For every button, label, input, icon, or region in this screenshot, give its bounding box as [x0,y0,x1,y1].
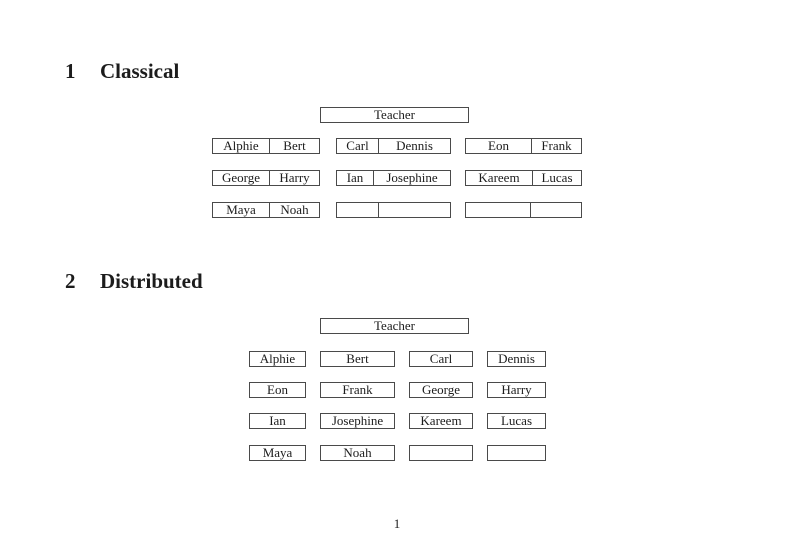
page-number: 1 [393,516,401,531]
desk-seat-right [379,203,450,217]
seat-row1-col4: Dennis [487,351,546,367]
seat-row4-col3 [409,445,473,461]
seat-row4-col4 [487,445,546,461]
desk-seat-left [337,203,379,217]
desk-seat-right [531,203,581,217]
seat-row4-col2: Noah [320,445,395,461]
section-1-heading: 1 Classical [65,61,179,82]
seat-row3-col3: Kareem [409,413,473,429]
seat-row2-col4: Harry [487,382,546,398]
desk-row1-col2: Carl Dennis [336,138,451,154]
desk-seat-left [466,203,531,217]
seat-row1-col1: Alphie [249,351,306,367]
desk-seat-right: Dennis [396,138,433,153]
desk-row3-col2 [336,202,451,218]
teacher-label: Teacher [374,107,415,122]
seat-row3-col4: Lucas [487,413,546,429]
desk-seat-right: Noah [280,202,309,217]
seat-row3-col2: Josephine [320,413,395,429]
seat-row2-col1: Eon [249,382,306,398]
seat-row2-col3: George [409,382,473,398]
desk-seat-right: Josephine [386,170,438,185]
section-2-title: Distributed [100,269,203,293]
desk-row1-col3: Eon Frank [465,138,582,154]
desk-seat-right: Lucas [541,170,573,185]
seat-row2-col2: Frank [320,382,395,398]
teacher-box-classical: Teacher [320,107,469,123]
desk-row3-col3 [465,202,582,218]
seat-row1-col2: Bert [320,351,395,367]
desk-seat-right: Harry [279,170,310,185]
desk-seat-left: Kareem [466,171,533,185]
seat-row4-col1: Maya [249,445,306,461]
desk-seat-right: Frank [541,138,572,153]
desk-seat-left: Maya [213,203,270,217]
seat-row1-col3: Carl [409,351,473,367]
desk-row3-col1: Maya Noah [212,202,320,218]
desk-row2-col3: Kareem Lucas [465,170,582,186]
desk-row1-col1: Alphie Bert [212,138,320,154]
desk-row2-col2: Ian Josephine [336,170,451,186]
section-1-number: 1 [65,59,76,83]
desk-seat-left: Carl [337,139,379,153]
section-2-number: 2 [65,269,76,293]
teacher-label: Teacher [374,318,415,333]
desk-seat-left: Eon [466,139,532,153]
desk-seat-left: Alphie [213,139,270,153]
desk-row2-col1: George Harry [212,170,320,186]
seat-row3-col1: Ian [249,413,306,429]
desk-seat-left: George [213,171,270,185]
section-2-heading: 2 Distributed [65,271,203,292]
section-1-title: Classical [100,59,180,83]
teacher-box-distributed: Teacher [320,318,469,334]
desk-seat-right: Bert [283,138,306,153]
desk-seat-left: Ian [337,171,374,185]
